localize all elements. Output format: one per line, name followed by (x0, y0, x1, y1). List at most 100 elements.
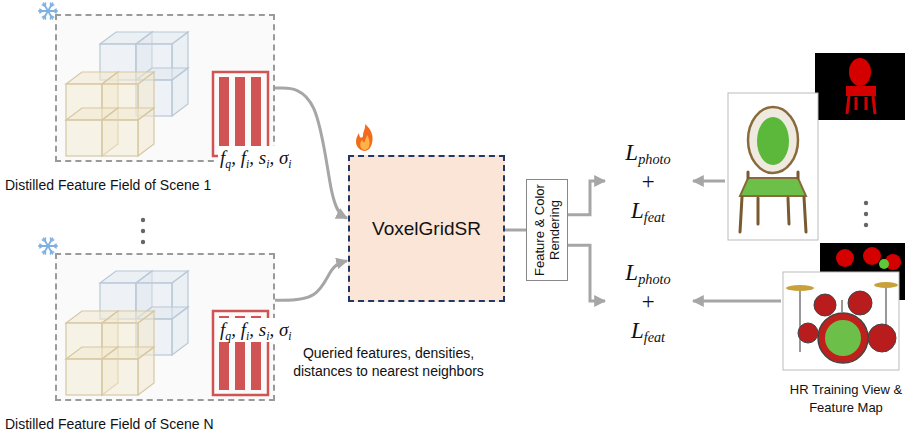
drum-tom (848, 291, 872, 315)
dot (141, 218, 145, 222)
frozen-icon (39, 238, 57, 254)
text-run: , (249, 319, 254, 340)
text-run: , (231, 319, 236, 340)
math-subscript: feat (644, 209, 665, 225)
math-subscript: q (225, 158, 231, 171)
chair-back-frame (748, 107, 798, 173)
text-space (274, 147, 279, 168)
training-photo (783, 272, 899, 370)
continuation-dots (864, 201, 868, 227)
snowflake-spoke (48, 3, 53, 11)
math-subscript: feat (644, 329, 665, 345)
feature-map-chair (873, 96, 875, 114)
math-symbol: f (241, 319, 246, 340)
edge-label: fq, fi, si, σi (218, 146, 294, 170)
snowflake-branch (45, 238, 47, 241)
math-symbol: σ (279, 319, 288, 340)
feature-map-chair (855, 97, 858, 110)
text-space (274, 319, 279, 340)
math-subscript: photo (638, 271, 670, 287)
math-subscript: q (225, 330, 231, 343)
snowflake-spoke (48, 246, 53, 254)
chair-seat (740, 178, 806, 196)
math-subscript: i (266, 158, 269, 171)
dot (141, 240, 145, 244)
chair-leg (747, 172, 750, 178)
feature-map-drum (863, 247, 881, 265)
text-space (236, 147, 241, 168)
text-run: + (640, 169, 656, 194)
connector-arrow (568, 245, 605, 301)
text-space (254, 147, 259, 168)
math-symbol: L (625, 140, 638, 165)
drum-tom (814, 294, 836, 316)
math-symbol: L (625, 260, 638, 285)
loss-term: + (640, 167, 656, 196)
drum-bass-head (825, 320, 861, 356)
snowflake-branch (40, 9, 43, 11)
loss-term: Lfeat (631, 316, 665, 345)
connector-arrow (568, 181, 605, 215)
snowflake-spoke (48, 11, 53, 19)
snowflake-branch (40, 244, 43, 246)
snowflake-branch (53, 11, 56, 13)
loss-term: Lphoto (625, 138, 670, 167)
feature-map-chair (849, 58, 871, 86)
drum-bass (818, 313, 868, 363)
connector-arrow (275, 261, 347, 301)
chair-leg (804, 197, 806, 232)
drum-floor-tom (868, 324, 896, 352)
box-heading: Distilled Feature Field of Scene 1 (5, 176, 211, 194)
dot (864, 201, 868, 205)
math-symbol: L (631, 198, 644, 223)
image-caption: HR Training View & Feature Map (789, 381, 903, 417)
connector-arrow (275, 88, 347, 218)
training-images (728, 53, 905, 370)
math-symbol: s (259, 319, 266, 340)
text-run: + (640, 289, 656, 314)
loss-block: Lphoto +Lfeat (606, 255, 690, 347)
text-run: , (231, 147, 236, 168)
math-symbol: f (220, 147, 225, 168)
math-subscript: i (288, 330, 291, 343)
snowflake-branch (45, 3, 47, 6)
snowflake-branch (51, 5, 54, 6)
loss-block: Lphoto+Lfeat (606, 135, 690, 227)
training-photo (728, 93, 818, 240)
feature-map-drum (879, 259, 889, 269)
supervision-arrow (693, 300, 781, 303)
dot (141, 229, 145, 233)
math-subscript: i (266, 330, 269, 343)
math-subscript: i (246, 158, 249, 171)
math-subscript: i (246, 330, 249, 343)
math-symbol: s (259, 147, 266, 168)
dot (864, 223, 868, 227)
math-subscript: i (288, 158, 291, 171)
box-label: VoxelGridSR (372, 218, 481, 240)
chair-back-cushion (757, 117, 789, 165)
continuation-dots (141, 218, 145, 244)
snowflake-spoke (48, 238, 53, 246)
text-run: , (269, 319, 274, 340)
snowflake-spoke (44, 246, 49, 254)
math-subscript: photo (638, 151, 670, 167)
chair-leg (757, 198, 760, 224)
flame-inner (360, 135, 369, 150)
snowflake-branch (42, 251, 45, 252)
snowflake-branch (42, 16, 45, 17)
feature-field-box: Distilled Feature Field of Scene 1 (55, 14, 275, 162)
math-symbol: f (241, 147, 246, 168)
supervision-arrow (693, 180, 725, 183)
snowflake-branch (51, 240, 54, 241)
drum-stand (841, 300, 843, 312)
box-label: Feature & Color Rendering (532, 183, 562, 277)
snowflake-branch (53, 246, 56, 248)
dot (864, 212, 868, 216)
loss-term: Lfeat (631, 196, 665, 225)
math-symbol: f (220, 319, 225, 340)
text-space (236, 319, 241, 340)
drum-cymbal (786, 285, 814, 291)
rendering-box: Feature & Color Rendering (526, 179, 568, 281)
snowflake-branch (50, 251, 52, 254)
